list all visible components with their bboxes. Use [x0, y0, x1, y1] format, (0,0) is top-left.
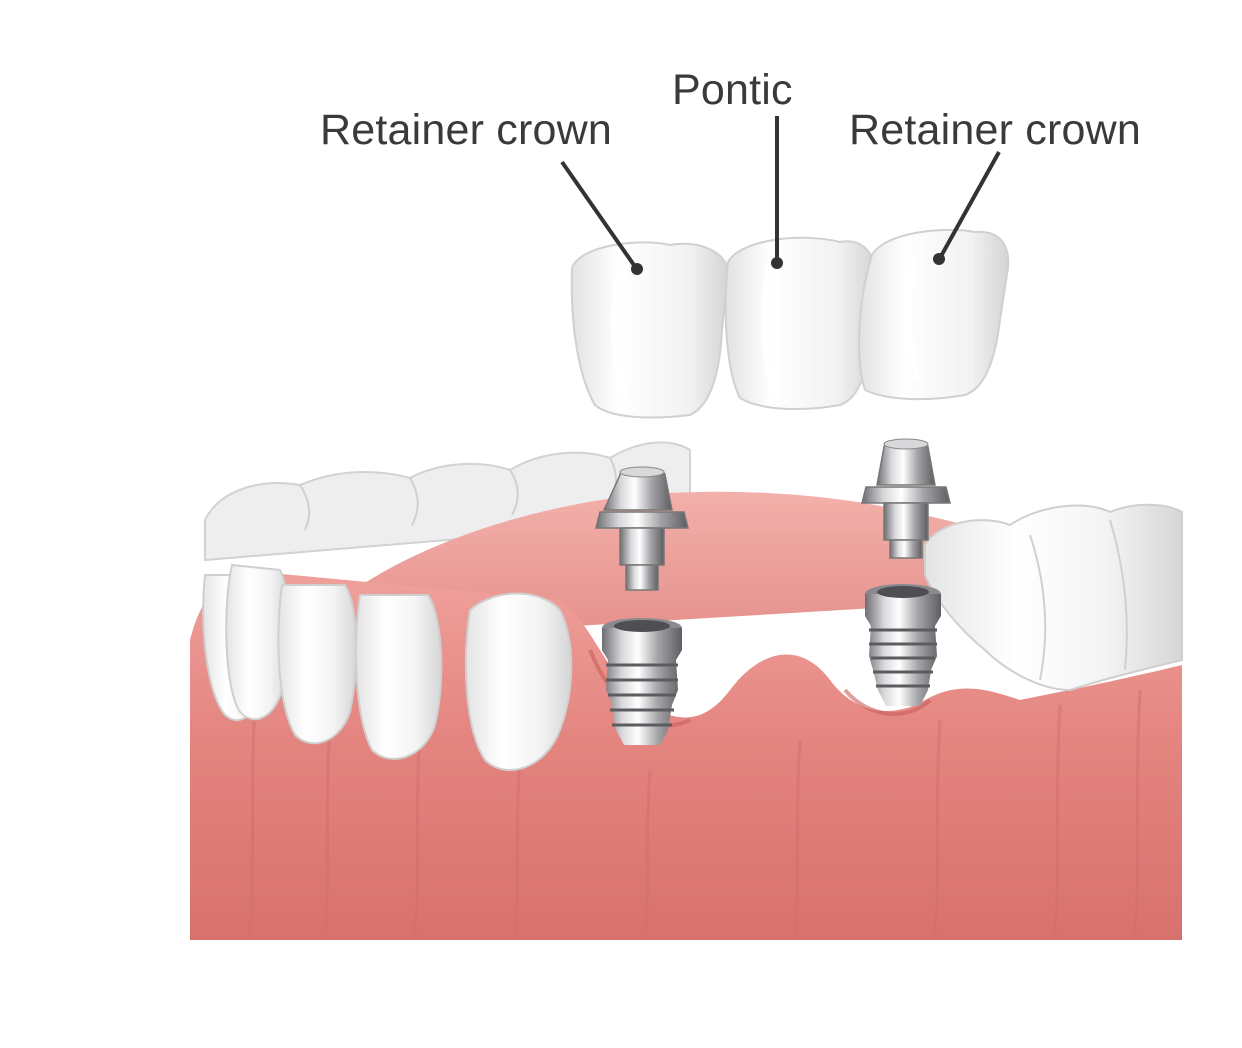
label-retainer-crown-left: Retainer crown — [320, 106, 612, 154]
dental-bridge — [570, 228, 1010, 419]
leader-dot-pontic — [771, 257, 783, 269]
leader-line-right — [938, 151, 1001, 259]
leader-lines — [560, 116, 1001, 275]
front-teeth-left — [202, 563, 573, 771]
leader-line-left — [560, 160, 638, 270]
back-teeth-row — [204, 441, 691, 562]
abutment-left — [595, 466, 689, 591]
abutment-right — [861, 438, 951, 559]
back-teeth-right — [924, 503, 1183, 692]
label-pontic: Pontic — [672, 66, 793, 114]
retainer-crown-right-shape — [858, 228, 1010, 401]
leader-dot-left — [631, 263, 643, 275]
implant-fixture-left — [602, 618, 682, 745]
leader-dot-right — [933, 253, 945, 265]
retainer-crown-left-shape — [570, 241, 730, 419]
pontic-shape — [724, 236, 877, 411]
implant-fixture-right — [865, 584, 941, 706]
label-retainer-crown-right: Retainer crown — [849, 106, 1141, 154]
